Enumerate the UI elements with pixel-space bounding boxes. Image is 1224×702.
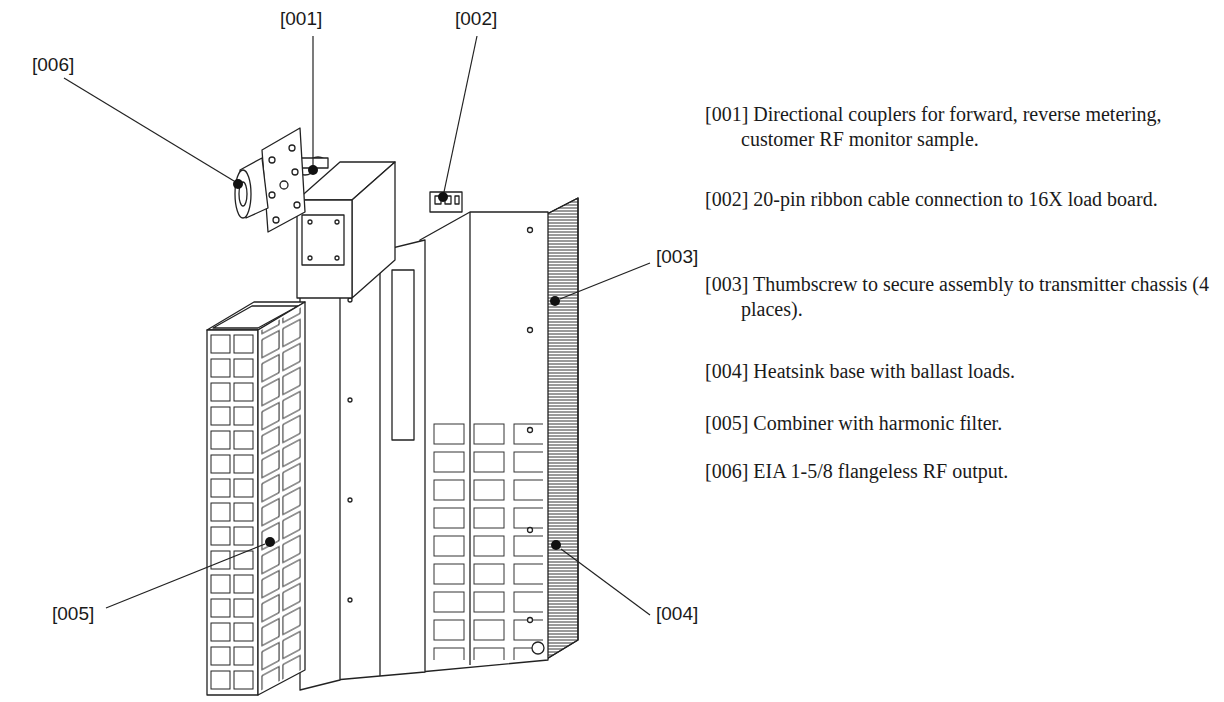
part-description: [006] EIA 1-5/8 flangeless RF output. xyxy=(705,459,1210,484)
callout-number: [001] xyxy=(280,8,322,30)
part-description: [004] Heatsink base with ballast loads. xyxy=(705,359,1210,384)
part-description: [005] Combiner with harmonic filter. xyxy=(705,411,1210,436)
callout-number: [005] xyxy=(52,603,94,625)
callout-number: [003] xyxy=(656,246,698,268)
part-description: [002] 20-pin ribbon cable connection to … xyxy=(705,187,1210,212)
callout-number: [004] xyxy=(656,603,698,625)
part-description: [001] Directional couplers for forward, … xyxy=(705,102,1210,152)
callout-number: [002] xyxy=(455,8,497,30)
callout-number: [006] xyxy=(32,54,74,76)
part-description: [003] Thumbscrew to secure assembly to t… xyxy=(705,272,1210,322)
